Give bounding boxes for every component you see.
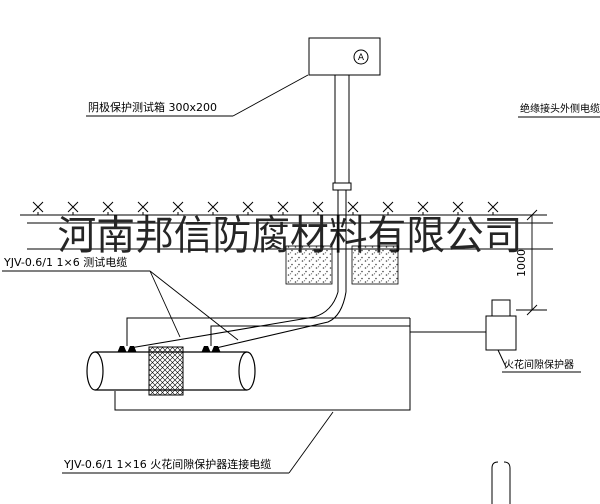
pipe-riser-symbol — [491, 461, 511, 504]
foundation-block-right — [351, 245, 399, 285]
insulating-joint — [148, 346, 184, 396]
spark-gap-protector — [485, 299, 517, 368]
spark-gap-protector-label-text: 火花间隙保护器 — [504, 358, 574, 371]
pipeline — [86, 346, 256, 396]
dim-tick-top — [526, 209, 538, 221]
foundation-blocks — [285, 245, 399, 285]
protector-cable-leader — [288, 411, 334, 474]
test-cables — [129, 291, 347, 349]
test-box-label: 阴极保护测试箱 300x200 — [86, 74, 309, 117]
insulation-joint-cable-label: 绝缘接头外侧电缆 — [518, 102, 600, 118]
test-cable-leader-2 — [149, 270, 239, 341]
conduit-coupling — [332, 182, 352, 191]
dim-tick-bottom — [526, 304, 538, 316]
spark-gap-protector-label: 火花间隙保护器 — [502, 358, 581, 373]
pipe-end-right — [238, 351, 256, 391]
pipe-end-left — [86, 351, 104, 391]
conduit-riser — [332, 75, 352, 292]
foundation-block-left — [285, 245, 333, 285]
insulation-joint-cable-label-text: 绝缘接头外侧电缆 — [520, 102, 600, 115]
weld-terminals — [117, 346, 221, 352]
ground-line — [20, 201, 523, 216]
test-box-label-text: 阴极保护测试箱 300x200 — [88, 100, 217, 114]
dimension-text: 1000 — [515, 249, 528, 277]
protector-body — [485, 315, 517, 351]
test-cable-leader-1 — [149, 270, 181, 338]
test-box: A — [308, 37, 381, 76]
protector-cable-label-text: YJV-0.6/1 1×16 火花间隙保护器连接电缆 — [63, 457, 271, 471]
dimension-1000: 1000 — [515, 209, 547, 316]
meter-circle — [353, 49, 369, 65]
watermark: 河南邦信防腐材料有限公司 — [27, 213, 553, 259]
test-box-leader — [232, 74, 309, 117]
test-cable-label-text: YJV-0.6/1 1×6 测试电缆 — [3, 256, 127, 269]
meter-symbol: A — [358, 53, 365, 63]
watermark-text: 河南邦信防腐材料有限公司 — [58, 213, 523, 259]
protector-cable-label: YJV-0.6/1 1×16 火花间隙保护器连接电缆 — [62, 411, 334, 474]
protector-cables — [114, 317, 486, 411]
protector-cap — [491, 299, 511, 317]
test-cable-label: YJV-0.6/1 1×6 测试电缆 — [2, 256, 239, 341]
